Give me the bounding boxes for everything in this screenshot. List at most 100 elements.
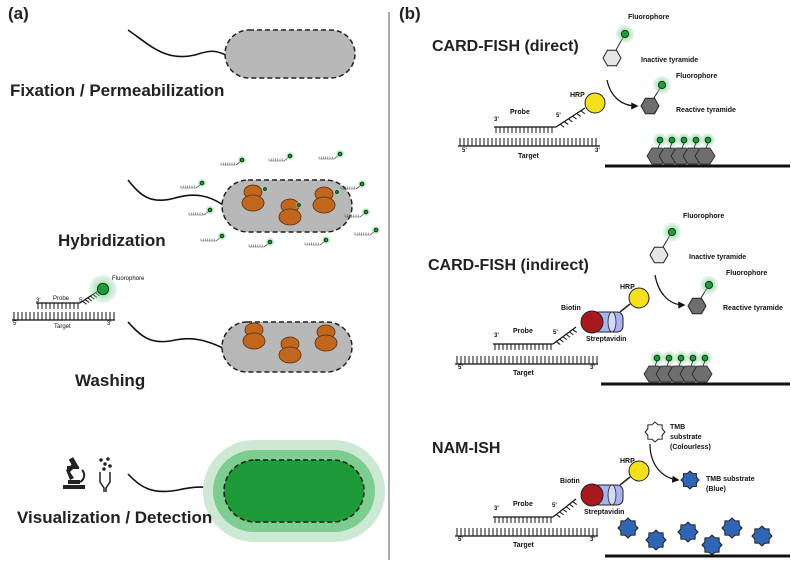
indirect-target-3: 3' — [590, 365, 595, 371]
step-detection-title: Visualization / Detection — [17, 508, 213, 527]
nam-target-3: 3' — [590, 537, 595, 543]
tyramide — [640, 76, 671, 115]
ribosomes-hybridization — [241, 184, 341, 226]
cell-fluorescent — [127, 440, 385, 542]
hrp-enzyme — [628, 460, 650, 482]
nam-biotin-label: Biotin — [560, 478, 580, 485]
cell-fixation — [127, 29, 356, 79]
step-washing-title: Washing — [75, 371, 146, 390]
tmb-blue-label: TMB substrate (Blue) — [706, 475, 755, 495]
fluorophore — [197, 178, 207, 188]
fluorophore — [698, 351, 712, 365]
step-hybridization-title: Hybridization — [58, 231, 166, 250]
fluorophore — [689, 133, 703, 147]
probe-target-inset-left — [12, 275, 117, 321]
fluorophore — [650, 351, 664, 365]
step-fixation-title: Fixation / Permeabilization — [10, 81, 225, 100]
nam-streptavidin-label: Streptavidin — [584, 509, 625, 516]
nam-probe-3: 3' — [494, 506, 499, 512]
reaction-arrow — [606, 79, 639, 110]
direct-target-3: 3' — [595, 148, 600, 154]
inset-target-5-label: 5' — [13, 321, 18, 327]
panel-b-label: (b) — [399, 4, 421, 23]
direct-fluorophore-mid: Fluorophore — [676, 73, 718, 80]
reaction-arrow — [654, 274, 686, 309]
fluorophore — [237, 155, 247, 165]
tmb-blue-line2: (Blue) — [706, 486, 726, 493]
tmb-colourless-line2: substrate — [670, 434, 702, 441]
fluorophore — [285, 151, 295, 161]
fluorophore — [295, 201, 303, 209]
tmb-colourless-line3: (Colourless) — [670, 444, 711, 451]
indirect-probe-5: 5' — [553, 330, 558, 336]
card-fish-direct-title: CARD-FISH (direct) — [432, 38, 579, 55]
tyramide — [687, 276, 718, 315]
fluorophore — [677, 133, 691, 147]
fluorophore — [686, 351, 700, 365]
nam-probe-label: Probe — [513, 501, 533, 508]
free-probe — [268, 151, 295, 162]
indirect-fluorophore-top: Fluorophore — [683, 213, 725, 220]
tyramide — [602, 25, 634, 67]
direct-probe-5: 5' — [556, 113, 561, 119]
tmb-blue-precipitate — [721, 517, 743, 539]
ribosomes-washing — [242, 322, 338, 364]
biotin — [580, 483, 604, 507]
nam-ish-title: NAM-ISH — [432, 440, 501, 457]
indirect-target-5: 5' — [458, 365, 463, 371]
indirect-biotin-label: Biotin — [561, 305, 581, 312]
direct-target-5: 5' — [462, 148, 467, 154]
tyramide — [649, 223, 681, 264]
direct-reactive-tyramide: Reactive tyramide — [676, 107, 736, 114]
fluorophore — [371, 225, 381, 235]
free-probe — [220, 155, 247, 166]
fluorophore — [217, 231, 227, 241]
fluorophore — [265, 237, 275, 247]
direct-probe-3: 3' — [494, 117, 499, 123]
ribosome — [241, 184, 265, 212]
fluorophore — [205, 205, 215, 215]
card-fish-direct-art — [458, 25, 790, 168]
tmb-blue — [680, 470, 700, 490]
inset-probe-3-label: 3' — [36, 298, 41, 304]
probe-target-duplex — [12, 290, 115, 321]
deposited-tyramides — [643, 351, 713, 383]
ribosome — [242, 322, 266, 350]
free-probe — [340, 179, 367, 190]
tmb-blue-precipitate — [617, 517, 639, 539]
inset-target-3-label: 3' — [107, 321, 112, 327]
direct-hrp-label: HRP — [570, 92, 585, 99]
indirect-probe-3: 3' — [494, 333, 499, 339]
fluorophore — [261, 185, 269, 193]
fluorophore — [335, 149, 345, 159]
card-fish-indirect-art — [455, 223, 790, 386]
free-probe — [200, 231, 227, 242]
free-probe — [248, 237, 275, 248]
nam-probe-5: 5' — [552, 503, 557, 509]
deposited-tyramides — [646, 133, 716, 165]
fluorophore — [361, 207, 371, 217]
fluorophore — [321, 235, 331, 245]
tmb-colourless-line1: TMB — [670, 424, 686, 431]
direct-target-label: Target — [518, 153, 539, 160]
nam-target-label: Target — [513, 542, 534, 549]
probe-target-duplex — [455, 498, 598, 537]
free-probe — [318, 149, 345, 160]
microscope-icon — [63, 457, 86, 489]
hrp-enzyme — [584, 92, 606, 114]
fluorophore — [653, 133, 667, 147]
fluorophore — [616, 25, 634, 43]
tmb-colourless-label: TMB substrate (Colourless) — [670, 423, 711, 453]
direct-probe-label: Probe — [510, 109, 530, 116]
indirect-hrp-label: HRP — [620, 284, 635, 291]
tmb-blue-precipitate — [677, 521, 699, 543]
tmb-blue-precipitate — [701, 534, 723, 556]
biotin — [580, 310, 604, 334]
tmb-blue-line1: TMB substrate — [706, 476, 755, 483]
direct-inactive-tyramide: Inactive tyramide — [641, 57, 699, 64]
fluorophore — [662, 351, 676, 365]
tmb-blue-precipitate — [751, 525, 773, 547]
ribosome — [278, 336, 302, 364]
ribosome — [312, 186, 336, 214]
